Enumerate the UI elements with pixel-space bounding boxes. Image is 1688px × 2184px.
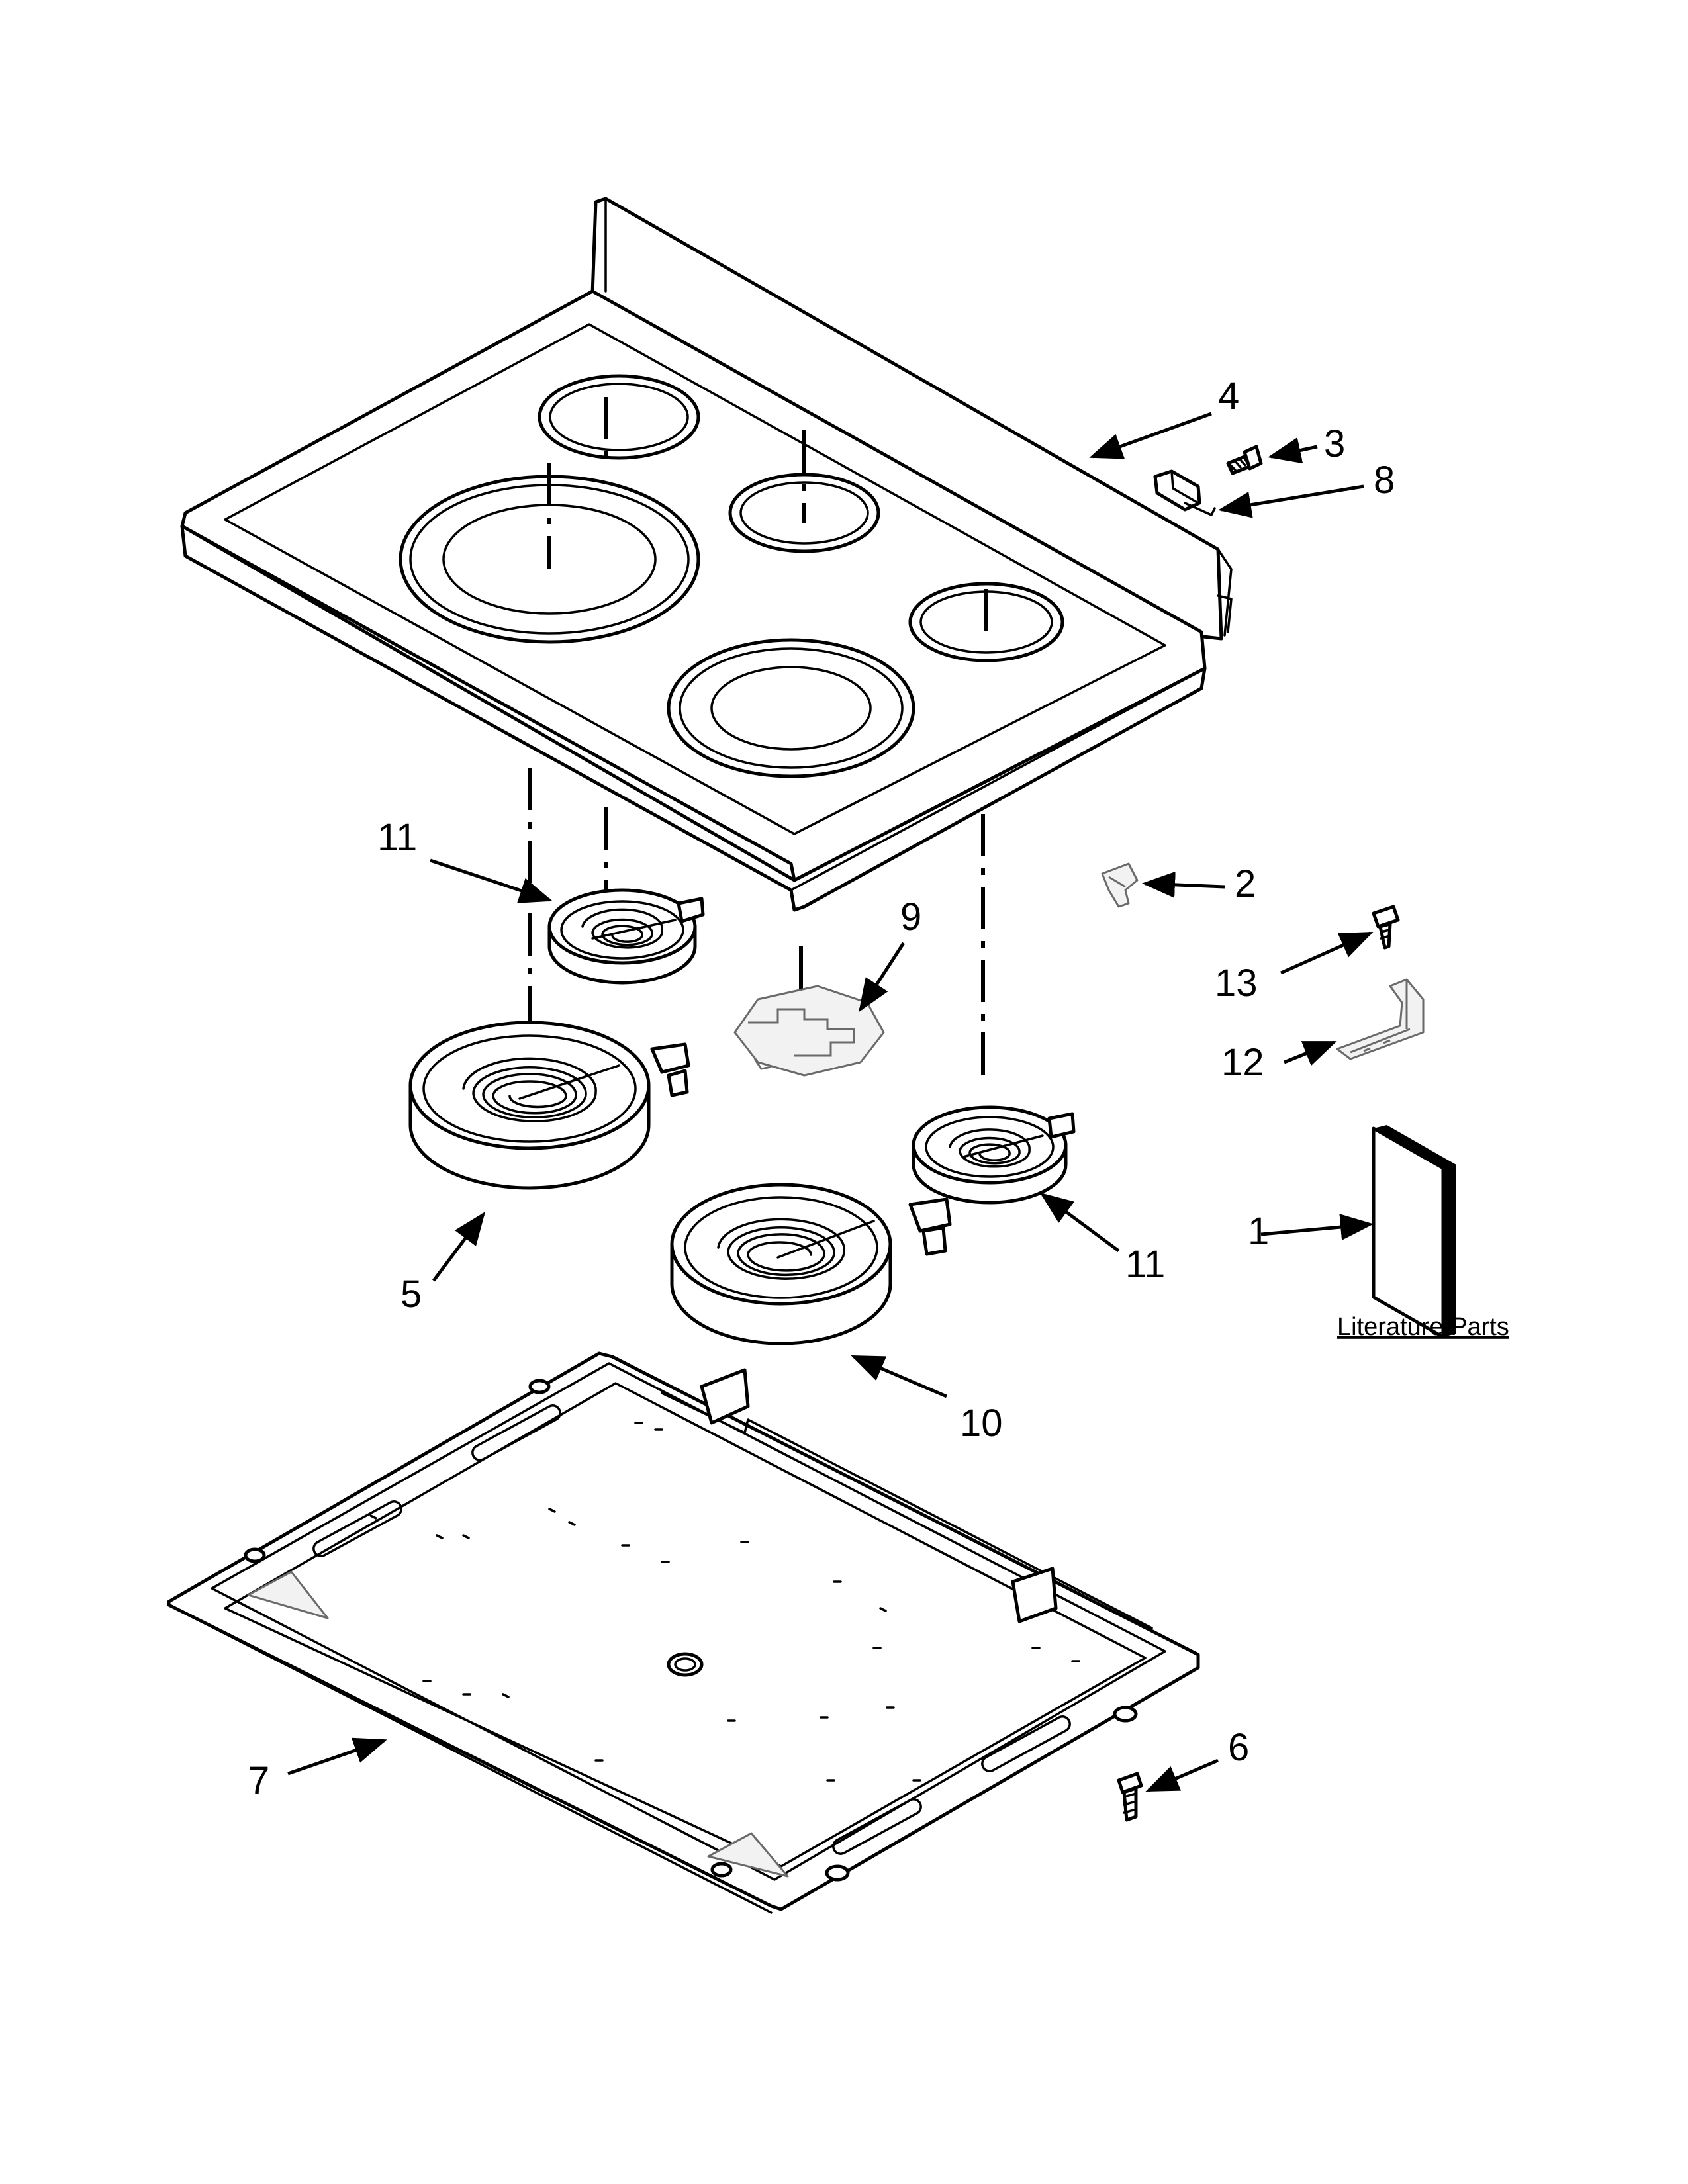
literature-booklet <box>1372 1125 1456 1339</box>
callout-11-upper: 11 <box>377 816 417 859</box>
burner-box-tray <box>167 1351 1200 1914</box>
callout-8: 8 <box>1374 459 1395 502</box>
callout-labels: 4 3 8 11 2 9 13 12 1 5 11 10 6 7 Literat… <box>248 375 1509 1802</box>
surface-element-dual <box>670 1183 952 1345</box>
cooktop-glass-top <box>180 197 1233 912</box>
callout-2: 2 <box>1235 862 1256 905</box>
cooktop-burner-front-right <box>667 638 915 778</box>
callout-7: 7 <box>248 1759 269 1802</box>
screw-part-6 <box>1117 1772 1143 1822</box>
surface-element-small-upper <box>547 888 705 985</box>
cooktop-burner-rear-left <box>538 374 700 460</box>
callout-10: 10 <box>960 1402 1003 1445</box>
literature-parts-label: Literature Parts <box>1337 1313 1509 1341</box>
bracket-part-12 <box>1336 978 1425 1060</box>
surface-element-large <box>408 1021 690 1190</box>
screw-part-13 <box>1372 905 1400 950</box>
insulator-disc <box>733 985 885 1077</box>
callout-3: 3 <box>1324 422 1345 465</box>
surface-element-small-lower <box>912 1105 1076 1205</box>
callout-4: 4 <box>1218 375 1239 418</box>
callout-11-lower: 11 <box>1125 1243 1165 1286</box>
screw-part-3 <box>1226 445 1263 475</box>
callout-1: 1 <box>1248 1210 1269 1253</box>
leader-arrows <box>287 412 1374 1792</box>
callout-12: 12 <box>1221 1041 1264 1084</box>
callout-9: 9 <box>900 895 921 938</box>
callout-13: 13 <box>1215 962 1258 1005</box>
callout-5: 5 <box>400 1273 422 1316</box>
clip-part-2 <box>1101 862 1139 908</box>
callout-6: 6 <box>1228 1726 1249 1769</box>
terminal-block-bracket <box>1153 469 1216 516</box>
